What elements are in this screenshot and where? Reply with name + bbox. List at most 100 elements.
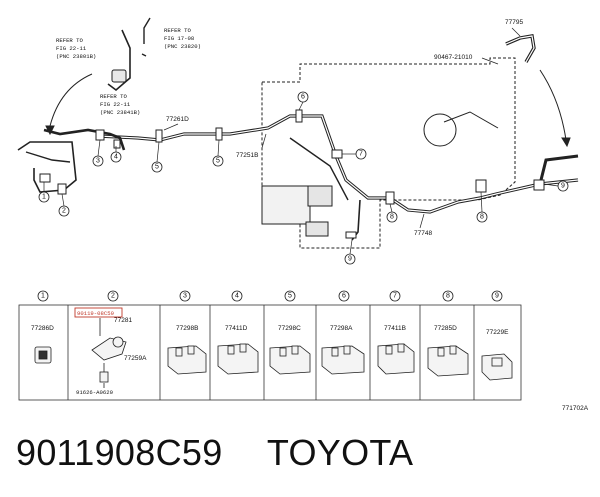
- ref-note-3-line-2: FIG 22-11: [100, 101, 131, 108]
- callout-8a: 8: [386, 211, 398, 223]
- svg-text:7: 7: [359, 151, 363, 158]
- callout-3: 3: [92, 155, 104, 167]
- label-77795: 77795: [505, 19, 523, 26]
- ref-note-2-line-1: REFER TO: [164, 27, 191, 34]
- table-header: 1 2 3 4 5 6 7 8 9: [37, 290, 503, 302]
- parts-table: 1 2 3 4 5 6 7 8 9 77286D 90119-08C59 772…: [18, 290, 522, 401]
- part-90119-08c59-highlighted[interactable]: 90119-08C59: [77, 310, 114, 317]
- callout-8b: 8: [476, 211, 488, 223]
- filler-clamp: [111, 69, 127, 83]
- callout-leaders: [43, 27, 559, 255]
- fuel-line-illustration: [17, 17, 579, 255]
- part-77229e: 77229E: [486, 329, 509, 336]
- part-77281: 77281: [114, 317, 132, 324]
- callout-5a: 5: [151, 161, 163, 173]
- parts-diagram: REFER TO FIG 22-11 (PNC 23801B) REFER TO…: [17, 17, 589, 412]
- table-header-1: 1: [37, 290, 49, 302]
- ref-note-1-line-2: FIG 22-11: [56, 45, 87, 52]
- reference-notes: REFER TO FIG 22-11 (PNC 23801B) REFER TO…: [56, 27, 201, 116]
- return-line: [289, 137, 349, 201]
- clamp-77285d-drawing: [427, 345, 469, 377]
- table-header-7: 7: [389, 290, 401, 302]
- svg-text:1: 1: [42, 194, 46, 201]
- svg-text:1: 1: [41, 293, 45, 300]
- filler-pipe: [107, 29, 131, 92]
- table-grid: [18, 304, 522, 401]
- svg-text:8: 8: [446, 293, 450, 300]
- part-77285d: 77285D: [434, 325, 457, 332]
- part-77286d: 77286D: [31, 325, 54, 332]
- clip-77286d-drawing: [34, 346, 52, 364]
- table-header-2: 2: [107, 290, 119, 302]
- brand-name: TOYOTA: [266, 432, 414, 473]
- line-clamps: [39, 109, 545, 239]
- label-77261d: 77261D: [166, 116, 189, 123]
- callout-5b: 5: [212, 155, 224, 167]
- left-hose: [43, 128, 126, 151]
- callout-6: 6: [297, 91, 309, 103]
- svg-text:9: 9: [348, 256, 352, 263]
- diagram-part-labels: 77261D 77251B 77748 77795 90467-21010: [166, 19, 523, 237]
- svg-text:2: 2: [62, 208, 66, 215]
- callout-4: 4: [110, 151, 122, 163]
- filter-block: [305, 221, 329, 237]
- canister-top: [307, 185, 333, 207]
- svg-text:7: 7: [393, 293, 397, 300]
- table-header-9: 9: [491, 290, 503, 302]
- svg-text:5: 5: [155, 164, 159, 171]
- svg-text:2: 2: [111, 293, 115, 300]
- svg-text:4: 4: [235, 293, 239, 300]
- label-77748: 77748: [414, 230, 432, 237]
- clamp-77298a-drawing: [321, 345, 365, 375]
- part-91626-a0620: 91626-A0620: [76, 389, 114, 396]
- svg-text:6: 6: [301, 94, 305, 101]
- table-header-5: 5: [284, 290, 296, 302]
- clamp-77411b-drawing: [377, 343, 415, 375]
- footer: 9011908C59 TOYOTA: [16, 432, 586, 476]
- svg-text:3: 3: [96, 158, 100, 165]
- svg-text:9: 9: [495, 293, 499, 300]
- fuel-gauge-arm: [443, 111, 499, 129]
- part-77298b: 77298B: [176, 325, 198, 332]
- svg-text:9: 9: [561, 183, 565, 190]
- svg-text:5: 5: [216, 158, 220, 165]
- fuel-gauge-circle: [423, 113, 457, 147]
- callout-7: 7: [355, 148, 367, 160]
- diagram-callouts: 1 2 3 4 5 5 6 7 8 8 9 9: [38, 91, 569, 265]
- bracket-77281-drawing: [91, 318, 127, 388]
- vent-tube: [143, 17, 151, 44]
- part-77298c: 77298C: [278, 325, 301, 332]
- ref-note-1-line-1: REFER TO: [56, 37, 83, 44]
- part-77411b: 77411B: [384, 325, 406, 332]
- svg-text:5: 5: [288, 293, 292, 300]
- ref-note-2-line-2: FIG 17-08: [164, 35, 194, 42]
- callout-1: 1: [38, 191, 50, 203]
- svg-text:3: 3: [183, 293, 187, 300]
- main-fuel-line-inner: [97, 115, 579, 213]
- refer-arrow-left: [49, 73, 93, 127]
- callout-9a: 9: [557, 180, 569, 192]
- vent-tube-end: [141, 53, 147, 57]
- clamp-77298c-drawing: [269, 345, 311, 375]
- ref-note-2-line-3: (PNC 23820): [164, 43, 201, 50]
- table-header-8: 8: [442, 290, 454, 302]
- main-fuel-line: [97, 114, 579, 214]
- part-77298a: 77298A: [330, 325, 353, 332]
- evap-hose-inner: [505, 35, 535, 63]
- table-header-4: 4: [231, 290, 243, 302]
- refer-arrow-left-head: [45, 125, 55, 136]
- left-branch: [25, 151, 71, 163]
- part-77259a: 77259A: [124, 355, 147, 362]
- clamp-77411d-drawing: [217, 343, 259, 375]
- label-77251b: 77251B: [236, 152, 258, 159]
- ref-note-3-line-1: REFER TO: [100, 93, 127, 100]
- svg-text:4: 4: [114, 154, 118, 161]
- canister: [261, 185, 311, 225]
- part-number: 9011908C59: [16, 432, 223, 473]
- clip-77229e-drawing: [481, 353, 513, 381]
- svg-text:8: 8: [390, 214, 394, 221]
- figure-code: 771702A: [562, 405, 589, 412]
- refer-arrow-right: [539, 69, 567, 141]
- svg-text:6: 6: [342, 293, 346, 300]
- label-90467-21010: 90467-21010: [434, 54, 473, 61]
